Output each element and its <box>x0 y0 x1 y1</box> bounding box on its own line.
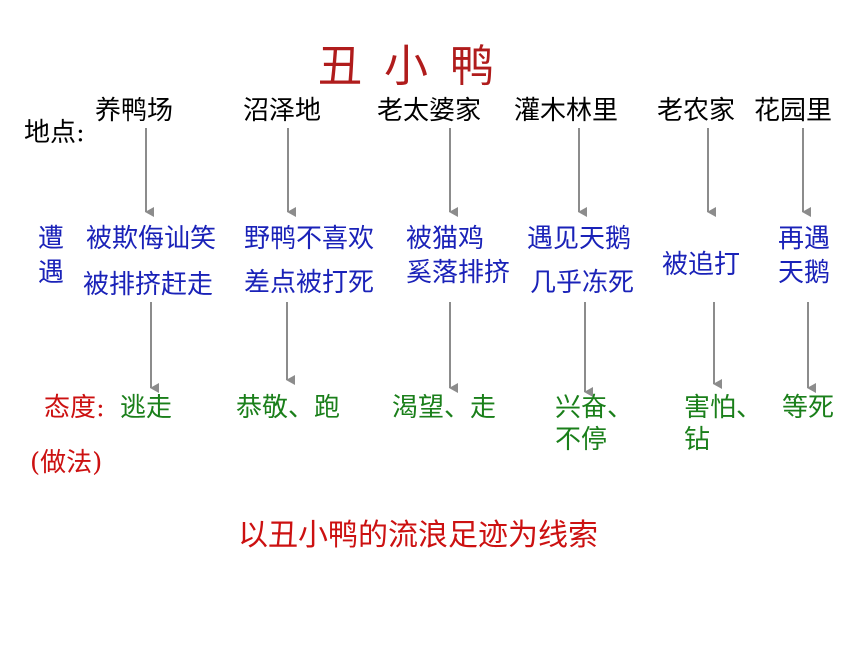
encounter-3-line-1: 被猫鸡 <box>406 224 485 254</box>
attitude-6: 等死 <box>782 393 835 423</box>
place-1: 养鸭场 <box>95 96 174 126</box>
place-4: 灌木林里 <box>514 96 619 126</box>
place-row-label: 地点: <box>24 118 85 148</box>
encounter-2-line-1: 野鸭不喜欢 <box>244 224 375 254</box>
encounter-label-line-1: 遭 <box>38 224 65 254</box>
place-3: 老太婆家 <box>377 96 482 126</box>
encounter-3-line-2: 奚落排挤 <box>406 258 511 288</box>
place-6: 花园里 <box>754 96 833 126</box>
encounter-1-line-2: 被排挤赶走 <box>83 270 214 300</box>
encounter-label-line-2: 遇 <box>38 258 65 288</box>
attitude-1: 逃走 <box>120 393 173 423</box>
encounter-1-line-1: 被欺侮讪笑 <box>86 224 217 254</box>
encounter-4-line-2: 几乎冻死 <box>530 268 635 298</box>
attitude-3: 渴望、走 <box>392 393 497 423</box>
attitude-row-label: 态度: <box>44 393 105 423</box>
encounter-4-line-1: 遇见天鹅 <box>527 224 632 254</box>
encounter-6-line-1: 再遇 <box>778 224 831 254</box>
encounter-5-line-1: 被追打 <box>662 250 741 280</box>
summary-text: 以丑小鸭的流浪足迹为线索 <box>238 518 598 553</box>
encounter-6-line-2: 天鹅 <box>778 258 831 288</box>
attitude-5-line-1: 害怕、 <box>684 393 763 423</box>
method-label: (做法) <box>30 448 103 478</box>
place-5: 老农家 <box>657 96 736 126</box>
attitude-4-line-2: 不停 <box>555 425 608 455</box>
attitude-5-line-2: 钻 <box>684 425 711 455</box>
encounter-2-line-2: 差点被打死 <box>244 268 375 298</box>
attitude-4-line-1: 兴奋、 <box>555 393 634 423</box>
diagram-title: 丑 小 鸭 <box>318 41 498 92</box>
place-2: 沼泽地 <box>243 96 322 126</box>
attitude-2: 恭敬、跑 <box>236 393 341 423</box>
